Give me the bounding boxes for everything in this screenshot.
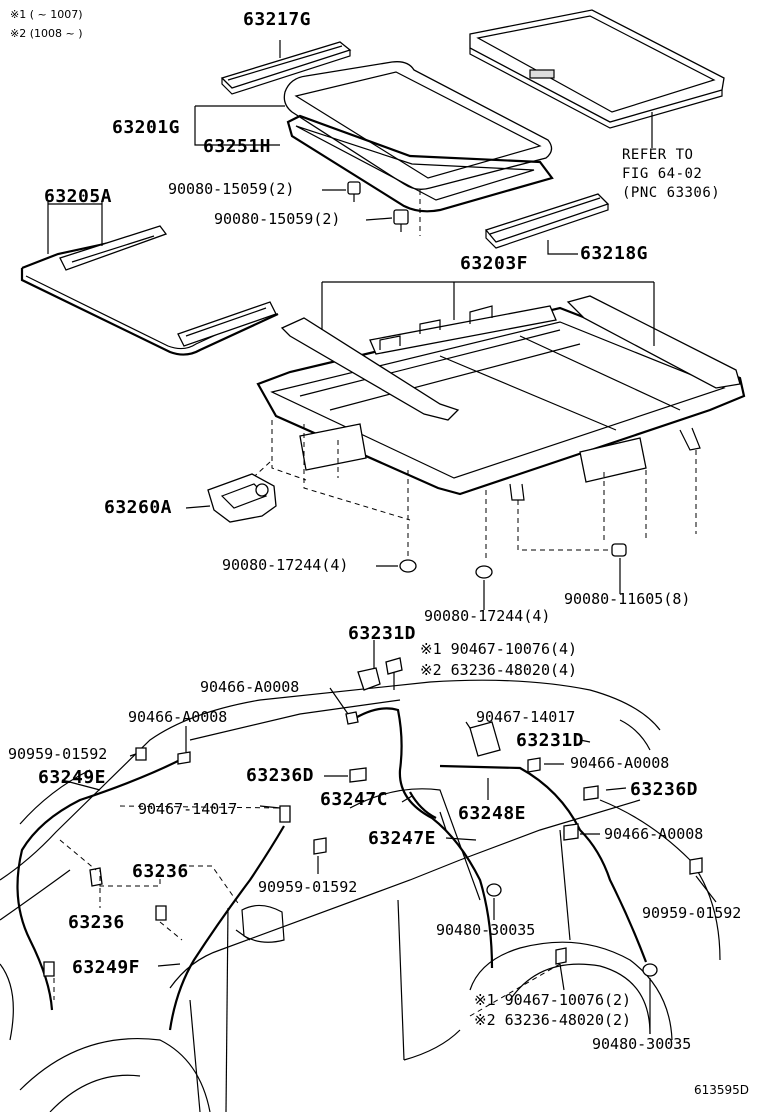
label-90080-17244-a[interactable]: 90080-17244(4) xyxy=(222,556,349,574)
label-90959-01592-c[interactable]: 90959-01592 xyxy=(642,904,742,922)
label-90466-A0008-d[interactable]: 90466-A0008 xyxy=(604,825,704,843)
label-90959-01592-b[interactable]: 90959-01592 xyxy=(258,878,358,896)
label-90959-01592-a[interactable]: 90959-01592 xyxy=(8,745,108,763)
label-63247E[interactable]: 63247E xyxy=(368,828,437,849)
bolt-90080-15059-a xyxy=(347,181,361,202)
label-63236D-right[interactable]: 63236D xyxy=(630,779,699,800)
drain-hose-63248E xyxy=(439,764,648,963)
label-63236-b[interactable]: 63236 xyxy=(68,912,125,933)
label-63231D-right[interactable]: 63231D xyxy=(516,730,585,751)
clip-90080-11605 xyxy=(611,543,627,557)
clip-90080-17244-b xyxy=(475,565,493,579)
label-63205A[interactable]: 63205A xyxy=(44,186,113,207)
label-63231D-top[interactable]: 63231D xyxy=(348,623,417,644)
bolt-90080-15059-b xyxy=(393,209,409,232)
label-63203F[interactable]: 63203F xyxy=(460,253,529,274)
label-90467-14017-b[interactable]: 90467-14017 xyxy=(138,800,238,818)
drain-hose-63247C xyxy=(351,707,494,969)
refer-line-3: (PNC 63306) xyxy=(622,185,721,201)
label-90480-30035-a[interactable]: 90480-30035 xyxy=(436,921,536,939)
label-90080-17244-b[interactable]: 90080-17244(4) xyxy=(424,607,551,625)
label-63236-48020-bottom[interactable]: ※2 63236-48020(2) xyxy=(474,1011,632,1029)
glass-63201G xyxy=(283,61,553,190)
refer-line-2: FIG 64-02 xyxy=(622,166,703,182)
label-63218G[interactable]: 63218G xyxy=(580,243,649,264)
label-63217G[interactable]: 63217G xyxy=(243,9,312,30)
label-90480-30035-b[interactable]: 90480-30035 xyxy=(592,1035,692,1053)
housing-63203F xyxy=(256,295,746,501)
label-63251H[interactable]: 63251H xyxy=(203,136,272,157)
rail-63218G xyxy=(484,193,610,249)
label-63260A[interactable]: 63260A xyxy=(104,497,173,518)
label-63236-a[interactable]: 63236 xyxy=(132,861,189,882)
label-63247C[interactable]: 63247C xyxy=(320,789,389,810)
label-90467-10076-bottom[interactable]: ※1 90467-10076(2) xyxy=(474,991,632,1009)
label-63248E[interactable]: 63248E xyxy=(458,803,527,824)
drain-hose-63247E xyxy=(409,791,437,819)
sunshade-panel xyxy=(469,9,725,129)
label-63249E[interactable]: 63249E xyxy=(38,767,107,788)
motor-63260A xyxy=(207,473,277,523)
note-2: ※2 (1008 ~ ) xyxy=(10,27,83,40)
label-63201G[interactable]: 63201G xyxy=(112,117,181,138)
label-90467-14017-a[interactable]: 90467-14017 xyxy=(476,708,576,726)
note-1: ※1 ( ~ 1007) xyxy=(10,8,83,21)
label-63249F[interactable]: 63249F xyxy=(72,957,141,978)
frame-63205A xyxy=(20,225,279,356)
clip-90080-17244-a xyxy=(399,559,417,573)
label-90080-11605[interactable]: 90080-11605(8) xyxy=(564,590,691,608)
label-90467-10076-top[interactable]: ※1 90467-10076(4) xyxy=(420,640,578,658)
rail-63217G xyxy=(220,41,352,95)
label-90466-A0008-c[interactable]: 90466-A0008 xyxy=(570,754,670,772)
drain-hose-63249E xyxy=(16,759,181,1011)
car-body xyxy=(0,679,721,1112)
label-90466-A0008-a[interactable]: 90466-A0008 xyxy=(200,678,300,696)
label-63236-48020-top[interactable]: ※2 63236-48020(4) xyxy=(420,661,578,679)
refer-line-1: REFER TO xyxy=(622,147,694,163)
figure-code: 613595D xyxy=(694,1083,750,1097)
label-63236D-left[interactable]: 63236D xyxy=(246,765,315,786)
seal-63251H xyxy=(286,114,554,213)
drain-hose-63249F xyxy=(168,825,285,1031)
label-90466-A0008-b[interactable]: 90466-A0008 xyxy=(128,708,228,726)
label-90080-15059-b[interactable]: 90080-15059(2) xyxy=(214,210,341,228)
label-90080-15059-a[interactable]: 90080-15059(2) xyxy=(168,180,295,198)
